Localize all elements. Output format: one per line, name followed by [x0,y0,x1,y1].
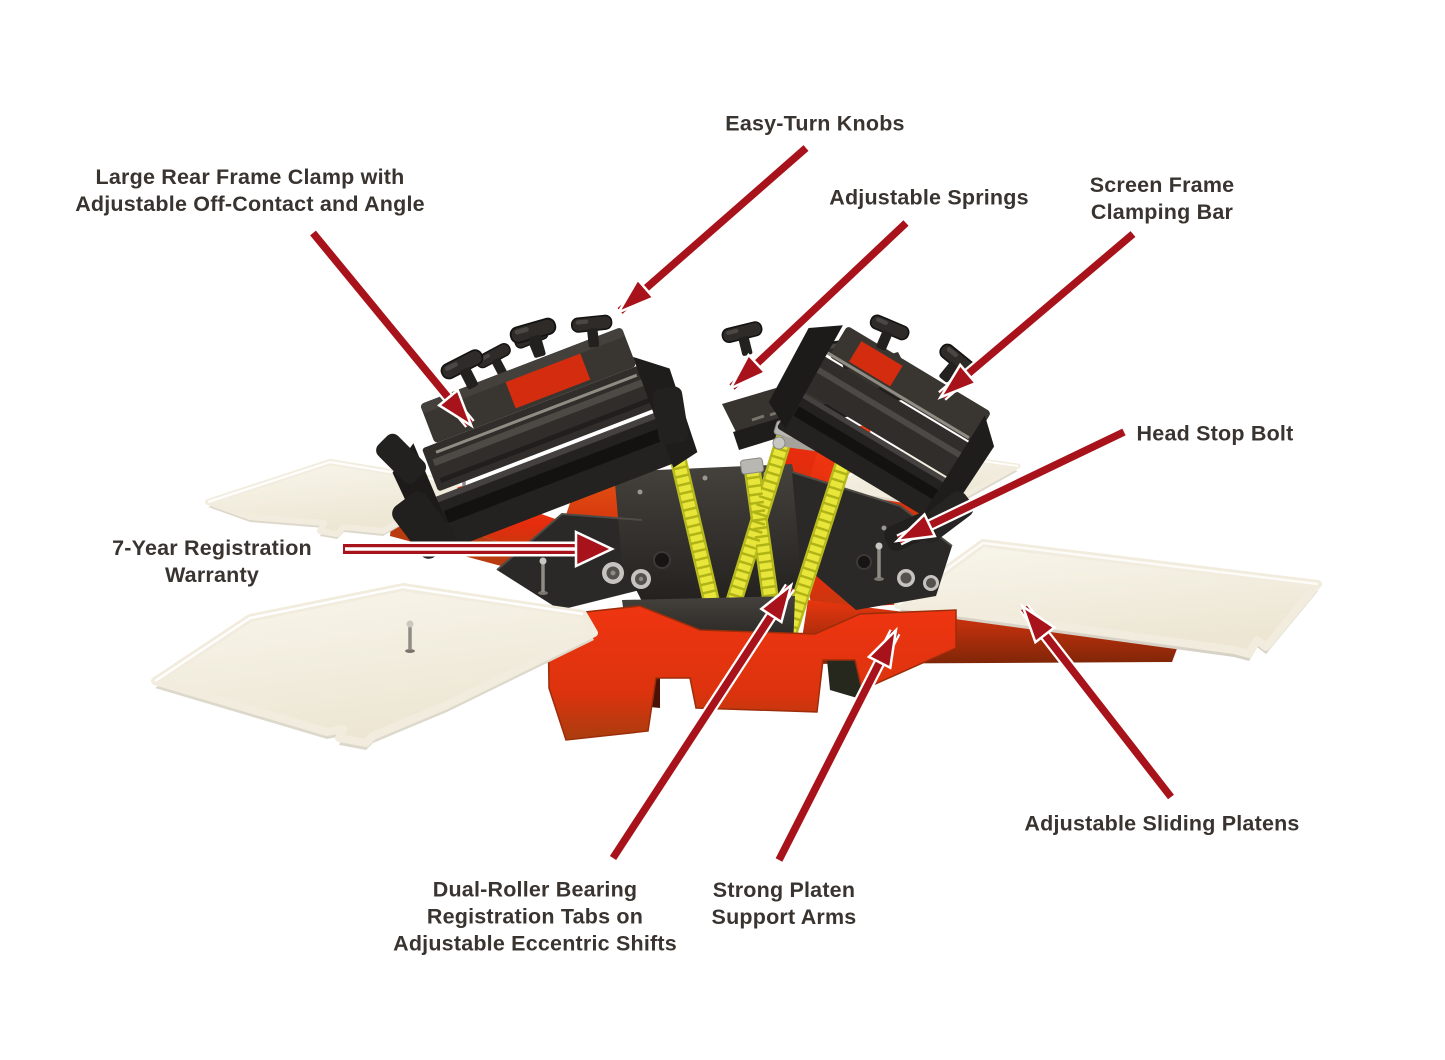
arrow-support-arms [775,626,899,862]
arrow-easy-turn-knobs [615,145,809,315]
arrow-clamping-bar [937,231,1136,400]
head-stop-bolt-icon [874,542,884,581]
arrow-adjustable-springs [727,220,909,392]
dual-roller-bearings-icon [602,562,939,591]
arrow-head-stop-bolt [893,428,1126,544]
arrow-registration-warranty [340,530,615,568]
arrow-sliding-platens [1020,603,1174,800]
platen-lower-left [151,583,598,750]
arrow-rear-frame-clamp [310,230,474,429]
arrow-dual-roller [609,582,794,861]
callout-arrows [308,143,1176,863]
base-foot [547,605,957,741]
